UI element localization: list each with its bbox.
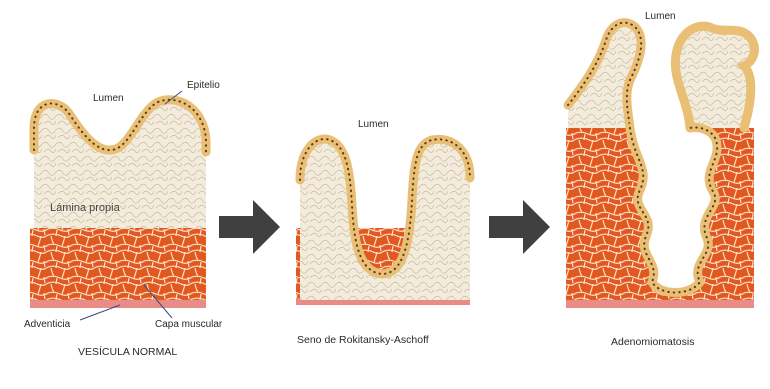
label-lumen-adenomiomatosis: Lumen [645,12,676,22]
label-capa-muscular: Capa muscular [155,320,222,330]
label-lumen-normal: Lumen [93,94,124,104]
label-lamina-propia: Lámina propia [50,203,120,214]
caption-adenomiomatosis: Adenomiomatosis [611,337,694,348]
arrow-right-icon [219,200,280,254]
muscle-layer [30,228,206,302]
arrow-right-icon [489,200,550,254]
adventicia-layer [30,300,206,308]
label-adventicia: Adventicia [24,320,70,330]
panel-adenomiomatosis [566,23,754,308]
caption-rokitansky: Seno de Rokitansky-Aschoff [297,335,429,346]
label-lumen-rokitansky: Lumen [358,120,389,130]
caption-vesicula-normal: VESÍCULA NORMAL [78,347,177,358]
adventicia-layer [566,300,754,308]
label-epitelio: Epitelio [187,81,220,91]
panel-rokitansky [296,139,470,305]
